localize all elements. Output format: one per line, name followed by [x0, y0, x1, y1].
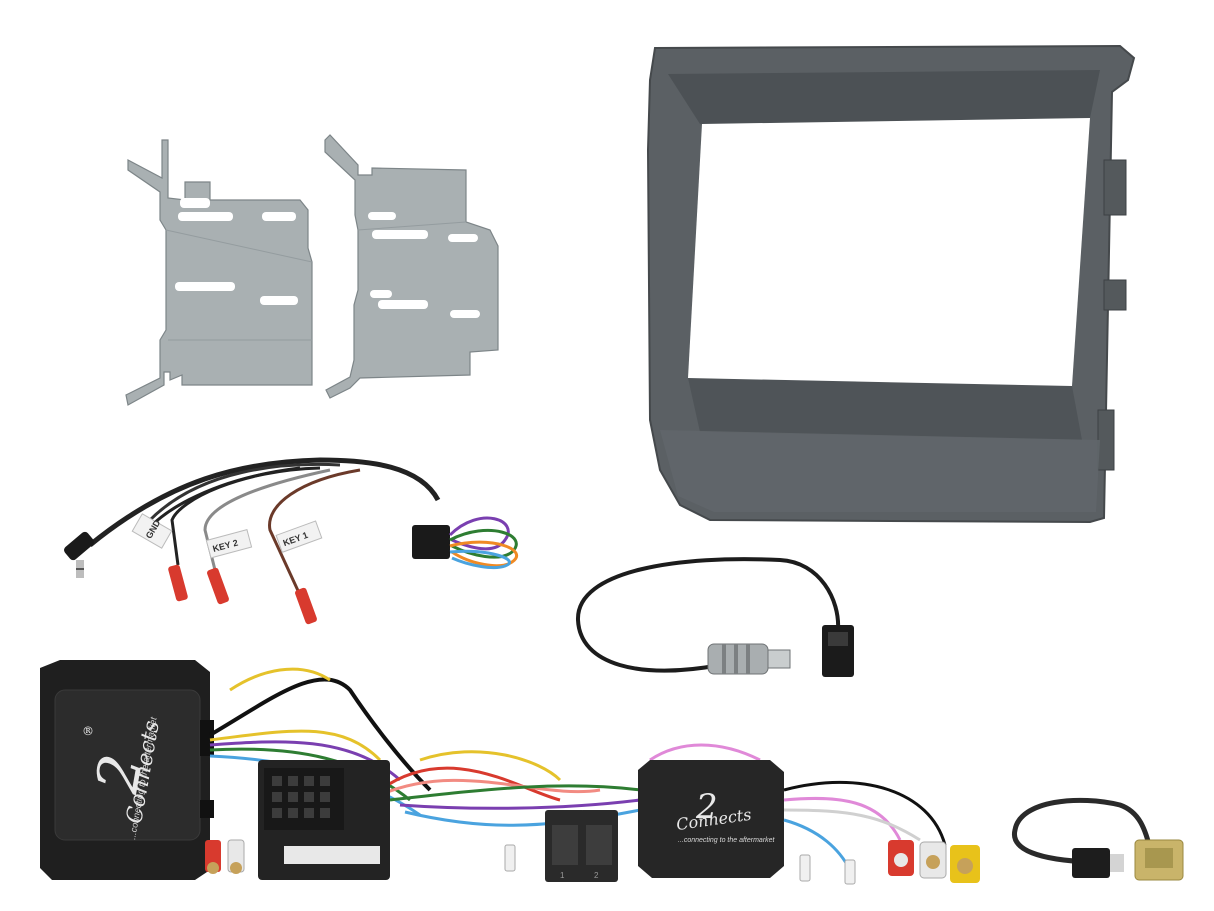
double-din-fascia-panel	[646, 44, 1136, 524]
module-tagline: ...connecting to the aftermarket	[678, 837, 776, 844]
label-flag-gnd: GND	[131, 513, 173, 549]
label-flag-key1: KEY 1	[275, 520, 323, 553]
label-flag-key2: KEY 2	[205, 529, 253, 559]
logo-registered: ®	[82, 724, 94, 738]
vehicle-wiring-harness: 1 2 2 Connects ...connecting to the afte…	[205, 667, 980, 885]
harness-module: 2 Connects ...connecting to the aftermar…	[638, 760, 784, 878]
steering-wheel-interface-box: 2 Connects ® ...connecting to the afterm…	[40, 660, 214, 880]
module-numeral: 2	[695, 787, 718, 827]
steering-wheel-control-patch-lead: GND KEY 2 KEY 1	[64, 457, 519, 625]
usb-adapter-cable	[1012, 797, 1184, 881]
iso-marking-left: 1	[560, 871, 565, 880]
iso-connector-pair: 1 2	[545, 810, 618, 882]
mounting-bracket-right	[324, 134, 499, 399]
iso-marking-right: 2	[594, 871, 599, 880]
antenna-adapter-cable	[575, 557, 854, 677]
mounting-bracket-left	[125, 139, 313, 406]
